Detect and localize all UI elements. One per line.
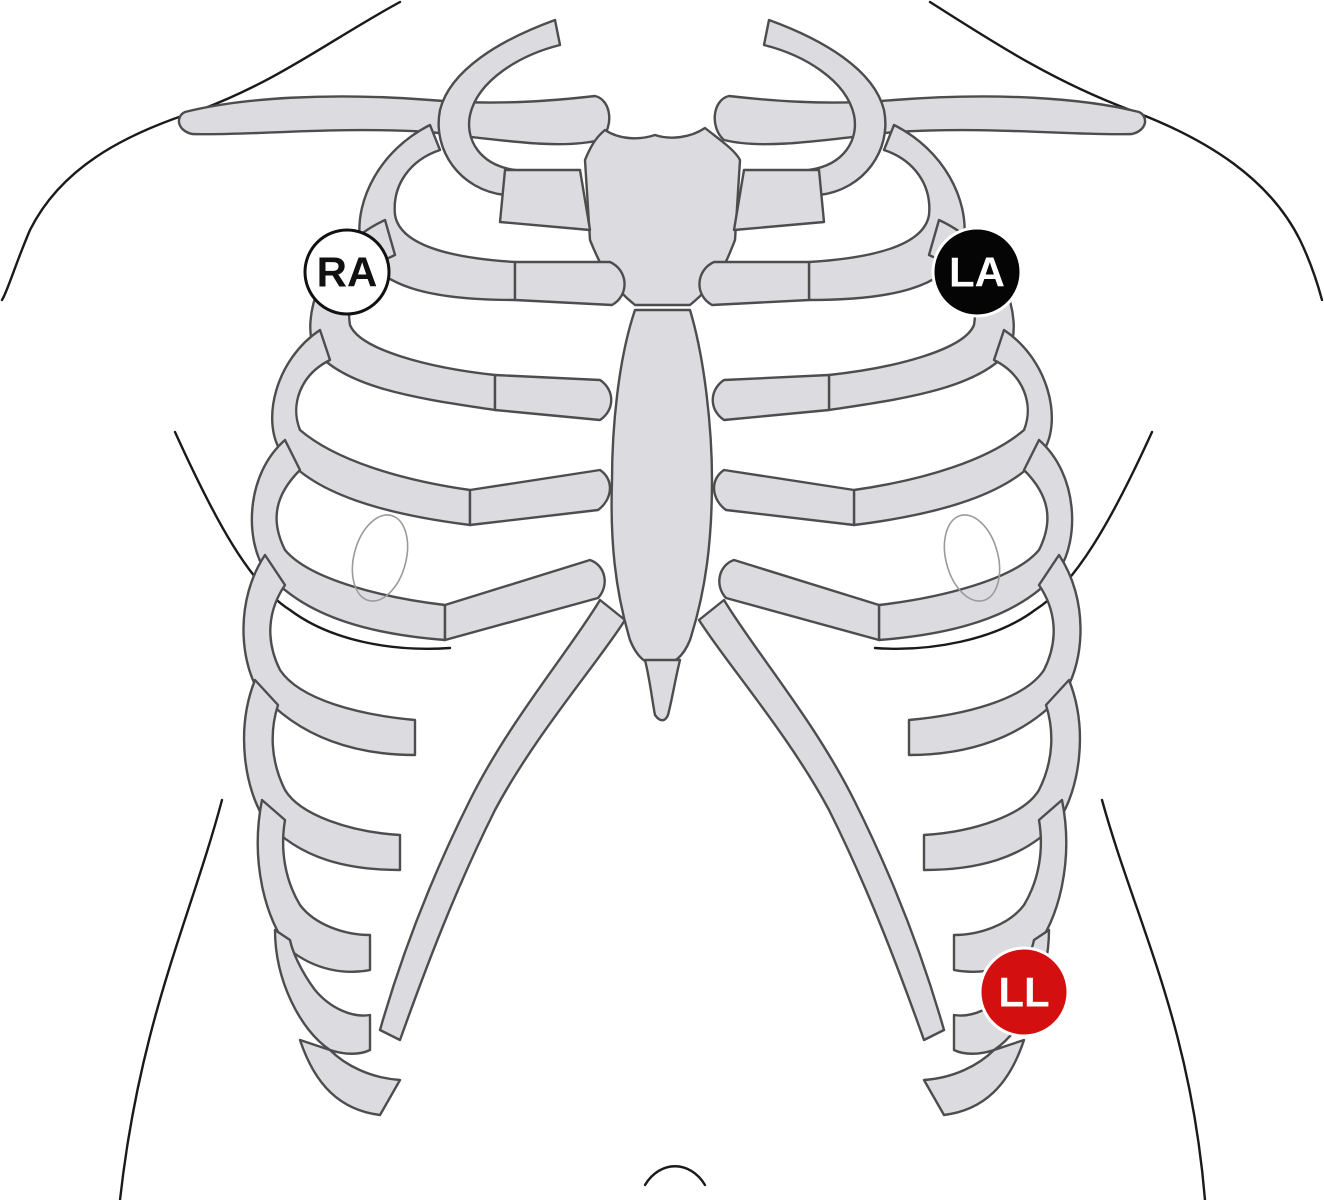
electrode-la-label: LA [949,249,1005,296]
navel [643,1165,707,1187]
costal-cartilages [443,168,881,642]
left-rib-10 [298,1038,402,1117]
left-clavicle [177,94,611,146]
right-rib-6 [907,553,1082,757]
right-cartilage-5 [718,558,881,642]
right-flank-outline [1100,798,1207,1200]
right-upper-cartilage [732,168,826,232]
left-cartilage-5 [443,558,606,642]
right-cartilage-3 [711,373,831,422]
left-cartilage-3 [493,373,613,422]
left-rib-2 [358,123,517,302]
right-costal-margin [697,598,946,1042]
xiphoid-process [643,658,682,722]
right-rib-10 [922,1038,1026,1117]
right-cartilage-2 [698,260,811,307]
right-chest-contour [873,430,1154,650]
right-cartilage-4 [712,468,856,527]
left-chest-contour [173,430,452,650]
right-clavicle [713,94,1147,146]
left-upper-cartilage [498,168,592,232]
electrode-ll: LL [978,946,1070,1038]
left-rib-8 [256,798,372,973]
left-rib-6 [242,553,417,757]
electrode-ll-label: LL [998,969,1049,1016]
left-rib-9 [273,928,372,1055]
electrode-ll-marker [978,946,1070,1038]
nipples [351,514,1001,602]
left-cartilage-2 [513,260,626,307]
electrode-la: LA [931,226,1023,318]
left-shoulder-outline [0,0,402,302]
manubrium [583,126,742,307]
clavicles [177,94,1147,146]
electrode-ra-marker [303,228,391,316]
electrode-ra-label: RA [317,249,378,296]
sternum [583,126,742,722]
sternum-body [610,308,714,667]
right-rib-8 [952,798,1068,973]
right-shoulder-outline [928,0,1324,302]
right-nipple [943,514,1001,602]
left-cartilage-4 [468,468,612,527]
right-rib-2 [807,123,966,302]
left-flank-outline [118,798,224,1200]
electrode-ra: RA [303,228,391,316]
electrode-la-marker [931,226,1023,318]
left-nipple [351,514,409,602]
left-costal-margin [378,598,627,1042]
